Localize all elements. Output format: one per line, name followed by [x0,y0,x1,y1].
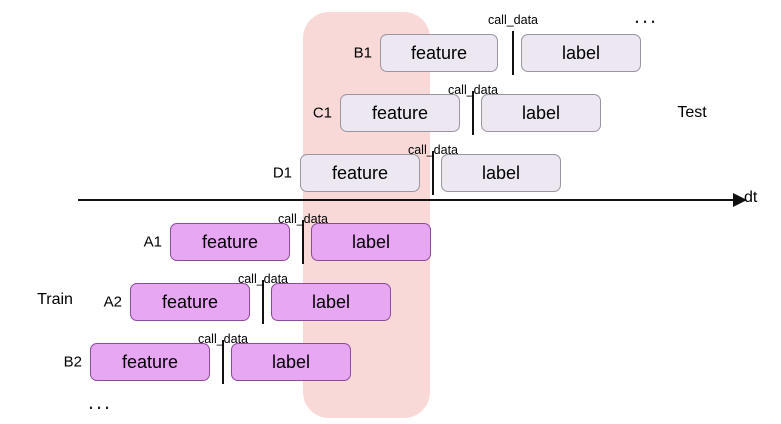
label-block-b1[interactable]: label [521,34,641,72]
top-ellipsis: ... [633,3,659,28]
call-data-tick-b2 [222,340,224,384]
call-data-label-b1: call_data [487,13,539,27]
time-axis-arrowhead [733,193,747,207]
group-label-train: Train [37,291,73,308]
feature-block-b1[interactable]: feature [380,34,498,72]
row-label-a2: A2 [103,293,122,311]
label-block-d1[interactable]: label [441,154,561,192]
row-label-d1: D1 [272,164,292,182]
feature-block-d1[interactable]: feature [300,154,420,192]
row-label-c1: C1 [312,104,332,122]
call-data-tick-a2 [262,280,264,324]
feature-block-a2[interactable]: feature [130,283,250,321]
row-label-a1: A1 [143,233,162,251]
call-data-tick-b1 [512,31,514,75]
call-data-tick-d1 [432,151,434,195]
label-block-a2[interactable]: label [271,283,391,321]
row-label-b1: B1 [353,44,372,62]
call-data-tick-a1 [302,220,304,264]
label-block-a1[interactable]: label [311,223,431,261]
feature-block-b2[interactable]: feature [90,343,210,381]
bottom-ellipsis: ... [87,389,113,414]
call-data-tick-c1 [472,91,474,135]
feature-block-a1[interactable]: feature [170,223,290,261]
group-label-test: Test [677,104,707,121]
label-block-b2[interactable]: label [231,343,351,381]
time-axis-line [78,199,733,201]
row-label-b2: B2 [63,353,82,371]
label-block-c1[interactable]: label [481,94,601,132]
call-data-label-d1: call_data [407,143,459,157]
call-data-label-c1: call_data [447,83,499,97]
time-axis-label: dt [744,189,758,206]
call-data-label-a2: call_data [237,272,289,286]
call-data-label-a1: call_data [277,212,329,226]
feature-block-c1[interactable]: feature [340,94,460,132]
call-data-label-b2: call_data [197,332,249,346]
